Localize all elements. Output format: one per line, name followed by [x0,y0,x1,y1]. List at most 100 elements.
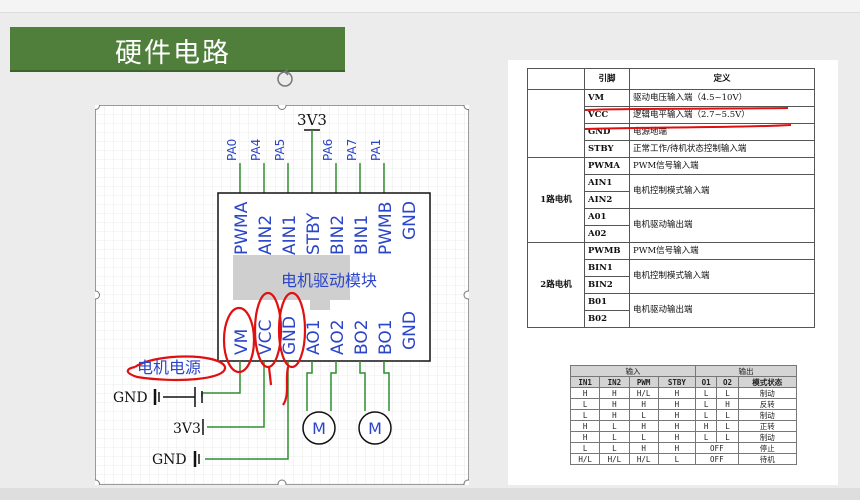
module-name: 电机驱动模块 [281,271,377,290]
truth-cell: H [599,387,630,399]
resize-handle-n[interactable] [277,101,287,110]
resize-handle-s[interactable] [277,479,287,489]
pin-label-pa7: PA7 [345,139,359,161]
table-row: AIN1 电机控制模式输入端 [528,174,815,209]
module-top-pin-labels: PWMA AIN2 AIN1 STBY BIN2 BIN1 PWMB GND [232,201,420,255]
annotation-circle-vm [222,306,256,374]
pin-cell: AIN1 [584,174,630,192]
motor-a[interactable]: M [302,411,336,445]
motor-b[interactable]: M [358,411,392,445]
pin-cell: A01 [584,208,630,226]
truth-header: O2 [716,376,739,388]
truth-cell: 制动 [737,387,798,399]
truth-cell: L [569,409,601,421]
pin-label-pa4: PA4 [249,139,263,161]
table-row: 2路电机 PWMB PWM信号输入端 [527,242,815,328]
truth-cell: H [569,420,601,432]
module-pin-ao1: AO1 [304,319,324,355]
pin-label-pa0: PA0 [225,139,239,161]
truth-cell: L [628,409,659,421]
truth-cell: L [657,453,697,465]
annotation-circle-gnd [277,291,307,369]
module-pin-gnd-top: GND [400,201,420,240]
reference-tables-card[interactable]: 引脚 定义 VM 驱动电压输入端（4.5~10V） VCC 逻辑电平输入端（2.… [508,60,838,485]
bottom-strip [0,488,860,500]
truth-header: 模式状态 [737,376,798,388]
pin-table-header-pin: 引脚 [584,68,630,90]
truth-cell: H [628,420,659,432]
truth-cell: L [716,431,739,443]
truth-header: STBY [657,376,697,388]
module-pin-pwma: PWMA [232,201,252,255]
title-banner[interactable]: 硬件电路 [10,27,345,72]
table-row: H L L H L L 制动 [569,431,798,443]
truth-cell: H [695,420,718,432]
truth-cell: H/L [599,453,630,465]
annotation-stroke-gnd [282,366,290,406]
pin-cell: B01 [584,293,630,311]
pin-cell: STBY [584,140,630,158]
top-pin-labels: PA0 PA4 PA5 PA6 PA7 PA1 [225,139,383,161]
truth-cell: H [599,409,630,421]
truth-cell: H [569,387,601,399]
truth-cell: 停止 [737,442,798,454]
truth-cell: 待机 [737,453,798,465]
truth-header: O1 [695,376,718,388]
truth-cell: H [657,442,697,454]
truth-cell: L [569,442,601,454]
module-pin-bin1: BIN1 [352,215,372,255]
pin-cell: AIN2 [584,191,630,209]
module-pin-vm: VM [232,329,252,355]
table-row: VM 驱动电压输入端（4.5~10V） [527,89,815,158]
table-row: B01 电机驱动输出端 [528,293,815,328]
resize-handle-e[interactable] [463,290,473,300]
truth-cell: L [716,409,739,421]
supply-3v3-bottom-label: 3V3 [173,421,201,437]
pin-cell: PWMA [584,157,630,175]
truth-cell: H/L [569,453,601,465]
table-row: STBY 正常工作/待机状态控制输入端 [528,140,815,158]
def-cell: 电机控制模式输入端 [629,259,815,294]
module-pin-ain1: AIN1 [280,215,300,255]
def-cell: 电机驱动输出端 [629,208,815,243]
truth-cell: 制动 [737,409,798,421]
motor-a-circle [302,411,336,445]
truth-cell: H [716,398,739,410]
table-row: H H H/L H L L 制动 [569,387,798,399]
circuit-diagram[interactable]: 3V3 PA0 PA4 PA5 PA6 PA7 PA1 [91,101,473,489]
annotation-circle-vcc [253,291,283,369]
motor-b-circle [358,411,392,445]
table-red-underlines [584,107,792,130]
truth-cell: 正转 [737,420,798,432]
truth-cell: L [599,431,630,443]
module-pin-gnd-bottom: GND [400,311,420,350]
motor-a-label: M [312,419,326,438]
truth-header: IN2 [599,376,630,388]
truth-cell: L [695,398,718,410]
table-row: H/L H/L H/L L OFF 待机 [569,453,798,465]
pin-cell: PWMB [584,242,630,260]
module-pin-bo1: BO1 [376,319,396,355]
table-row: L H L H L L 制动 [569,409,798,421]
resize-handle-w[interactable] [91,290,100,300]
truth-table: 输入 输出 IN1 IN2 PWM STBY O1 O2 模式状态 H H H/ [569,365,798,465]
rotate-handle-icon[interactable] [274,68,296,90]
truth-cell: H [599,398,630,410]
truth-cell: L [599,442,630,454]
group-cell-motor-1: 1路电机 [527,157,585,243]
gnd-label-1: GND [113,390,148,406]
module-pin-stby: STBY [304,212,324,255]
truth-cell: H [657,387,697,399]
slide-title: 硬件电路 [115,38,231,69]
truth-cell: H [657,431,697,443]
pin-table-corner [527,68,585,90]
annotation-circle-power-label [126,355,227,382]
table-row: B02 [528,310,815,328]
motor-b-label: M [368,419,382,438]
truth-cell: H [657,398,697,410]
truth-header: IN1 [569,376,601,388]
def-cell: PWM信号输入端 [629,157,815,175]
annotation-stroke-vcc [267,366,273,386]
truth-cell: L [716,387,739,399]
